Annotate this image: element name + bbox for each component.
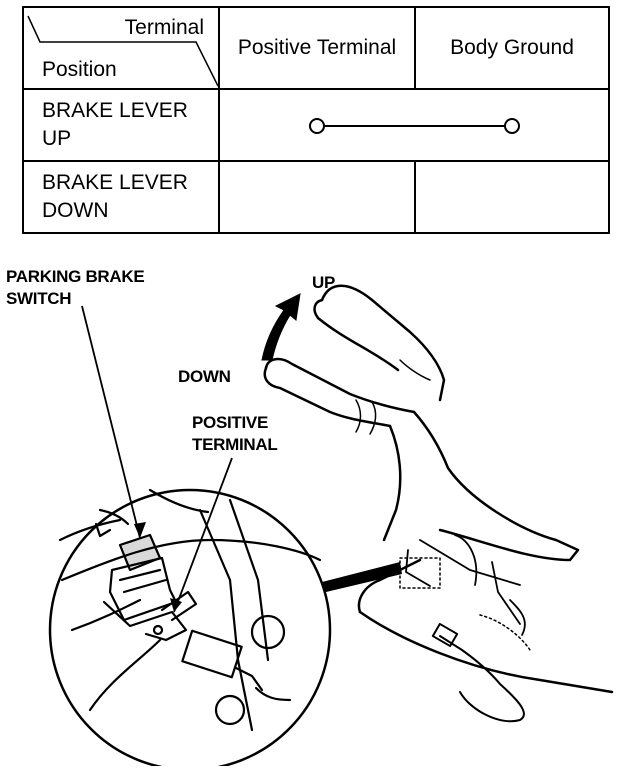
up-label: UP [312,273,336,292]
position-header-label: Position [42,58,117,81]
switch-detail-circle [48,305,332,771]
positive-terminal-header: Positive Terminal [218,6,416,90]
down-label: DOWN [178,367,231,386]
terminal-header-label: Terminal [124,16,204,39]
table-row-lever-up: BRAKE LEVER UP [22,88,610,162]
row-label-lever-up: BRAKE LEVER UP [22,88,220,162]
continuity-cell-up [218,88,610,162]
parking-brake-illustration: PARKING BRAKE SWITCH POSITIVE TERMINAL U… [0,240,624,771]
continuity-table: Terminal Position Positive Terminal Body… [22,6,610,234]
row-label-lever-down: BRAKE LEVER DOWN [22,160,220,234]
parking-brake-switch-callout: PARKING BRAKE SWITCH [6,267,145,308]
detail-leader [322,562,402,592]
empty-cell-positive [218,160,416,234]
lever-direction-arrow [261,293,301,361]
positive-terminal-callout: POSITIVE TERMINAL [192,413,278,454]
positive-terminal-dot [309,118,325,134]
corner-header-cell: Terminal Position [22,6,220,90]
body-ground-header: Body Ground [414,6,610,90]
body-ground-dot [504,118,520,134]
empty-cell-ground [414,160,610,234]
table-row-lever-down: BRAKE LEVER DOWN [22,160,610,234]
brake-lever-drawing [48,284,614,771]
corner-diagonal [27,15,219,87]
continuity-mark [309,118,520,134]
